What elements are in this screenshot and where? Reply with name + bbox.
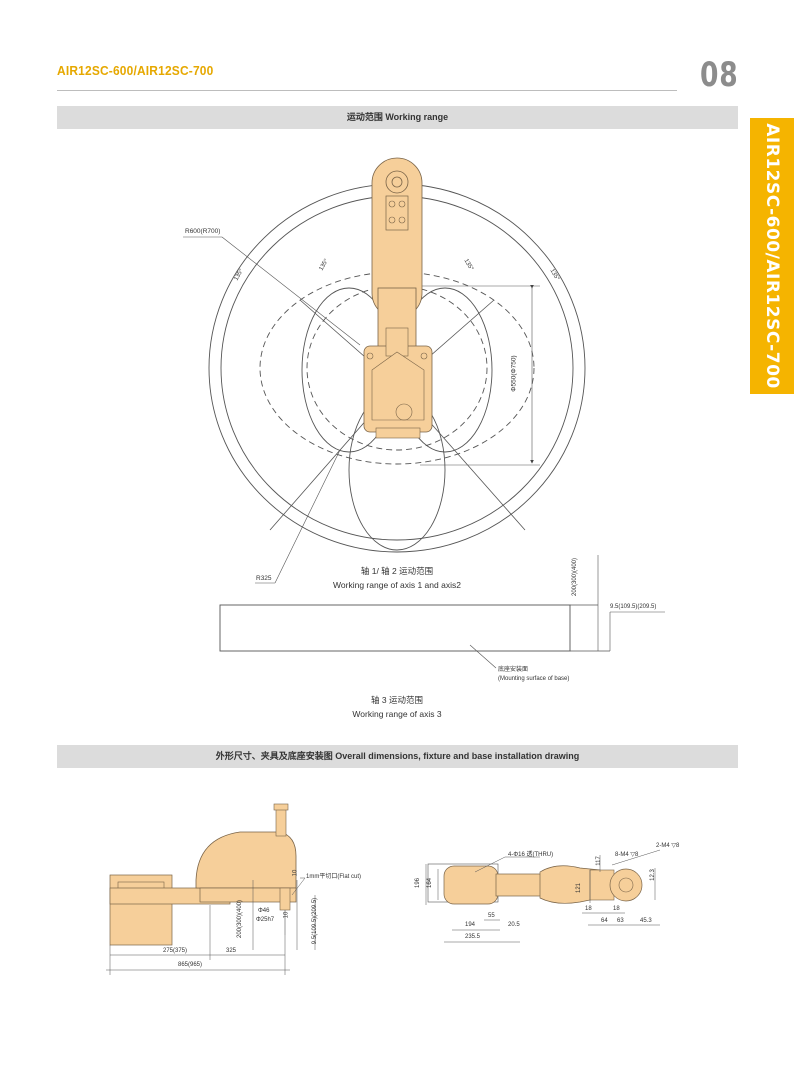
label-63: 63 — [617, 918, 624, 924]
label-275: 275(375) — [163, 948, 188, 954]
caption-axis12-cn: 轴 1/ 轴 2 运动范围 — [360, 566, 434, 576]
label-flat-cut: 1mm平切口(Flat cut) — [306, 874, 362, 880]
header-rule — [57, 90, 677, 91]
label-holes: 4-Φ16 透(THRU) — [508, 852, 554, 858]
label-10a: 10 — [292, 869, 299, 877]
leader-line — [221, 236, 361, 346]
label-offset-side: 9.5(109.5)(209.5) — [312, 897, 319, 945]
label-18b: 18 — [613, 906, 620, 912]
label-phi46: Φ46 — [258, 908, 270, 914]
side-tab: AIR12SC-600/AIR12SC-700 — [750, 118, 794, 394]
label-18a: 18 — [585, 906, 592, 912]
label-r600: R600(R700) — [185, 228, 221, 235]
label-8m4: 8-M4 ▽8 — [615, 852, 639, 858]
label-phi550: Φ550(Φ750) — [510, 355, 518, 392]
leader-line — [274, 449, 341, 584]
label-stroke-side: 200(300)(400) — [237, 899, 244, 939]
section-title: 外形尺寸、夹具及底座安装图 Overall dimensions, fixtur… — [215, 751, 580, 761]
label-r325: R325 — [256, 575, 272, 582]
section-bar-working-range: 运动范围 Working range — [57, 106, 738, 129]
label-stroke: 200(300)(400) — [572, 557, 579, 597]
label-base-en: (Mounting surface of base) — [498, 676, 570, 682]
label-194: 194 — [465, 922, 476, 928]
model-title: AIR12SC-600/AIR12SC-700 — [57, 63, 214, 78]
label-10b: 10 — [283, 911, 290, 919]
axis3-range-box — [219, 604, 571, 652]
label-164: 164 — [427, 877, 434, 889]
page-number: 08 — [700, 55, 739, 95]
label-2m4: 2-M4 ▽8 — [656, 843, 680, 849]
label-865: 865(965) — [178, 962, 203, 968]
label-235-5: 235.5 — [465, 934, 481, 940]
label-12-3: 12.3 — [649, 869, 656, 881]
caption-axis12-en: Working range of axis 1 and axis2 — [333, 580, 461, 590]
label-55: 55 — [488, 913, 495, 919]
label-20-5: 20.5 — [508, 922, 520, 928]
label-64: 64 — [601, 918, 608, 924]
label-phi25: Φ25h7 — [256, 917, 275, 923]
label-117: 117 — [595, 856, 602, 866]
section-bar-dimensions: 外形尺寸、夹具及底座安装图 Overall dimensions, fixtur… — [57, 745, 738, 768]
robot-top-view — [363, 157, 433, 439]
label-offset: 9.5(109.5)(209.5) — [610, 604, 657, 610]
label-196: 196 — [415, 877, 422, 889]
caption-axis3-en: Working range of axis 3 — [352, 709, 442, 719]
label-121: 121 — [576, 882, 583, 894]
label-45-3: 45.3 — [640, 918, 652, 924]
caption-axis3-cn: 轴 3 运动范围 — [371, 695, 423, 705]
section-title: 运动范围 Working range — [346, 112, 449, 122]
label-325: 325 — [226, 948, 237, 954]
leader-line — [469, 644, 497, 669]
label-base-cn: 底座安装面 — [498, 667, 529, 673]
